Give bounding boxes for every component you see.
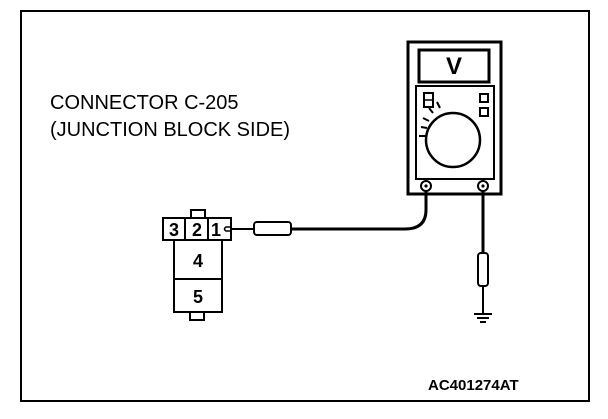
figure-id: AC401274AT [428,377,519,394]
connector-label-line2: (JUNCTION BLOCK SIDE) [50,119,291,141]
signal-probe [231,221,292,236]
voltmeter: V [406,40,503,196]
pin-number-1: 1 [211,220,221,240]
figure-frame [20,10,590,402]
indicator-bottom [479,107,489,117]
connector-label-line1: CONNECTOR C-205 [50,92,239,114]
selector-dial [424,111,482,169]
ground-symbol [474,313,492,323]
test-lead-signal [291,191,428,231]
meter-display [417,48,491,84]
pin-number-5: 5 [193,287,203,307]
signal-probe-handle [253,221,292,236]
dial-ticks [419,101,441,137]
ground-probe [477,252,489,287]
probe-contact-hook [223,226,231,232]
pin-number-2: 2 [192,220,202,240]
pin-number-4: 4 [193,251,203,271]
meter-mode-symbol: V [446,53,462,80]
pin-number-3: 3 [169,220,179,240]
connector-c205: 3 2 1 4 5 [162,209,232,321]
connector-pin-5 [173,278,223,313]
indicator-top [479,93,489,103]
connector-latch-top [190,209,206,219]
connector-latch-bottom [189,311,205,321]
